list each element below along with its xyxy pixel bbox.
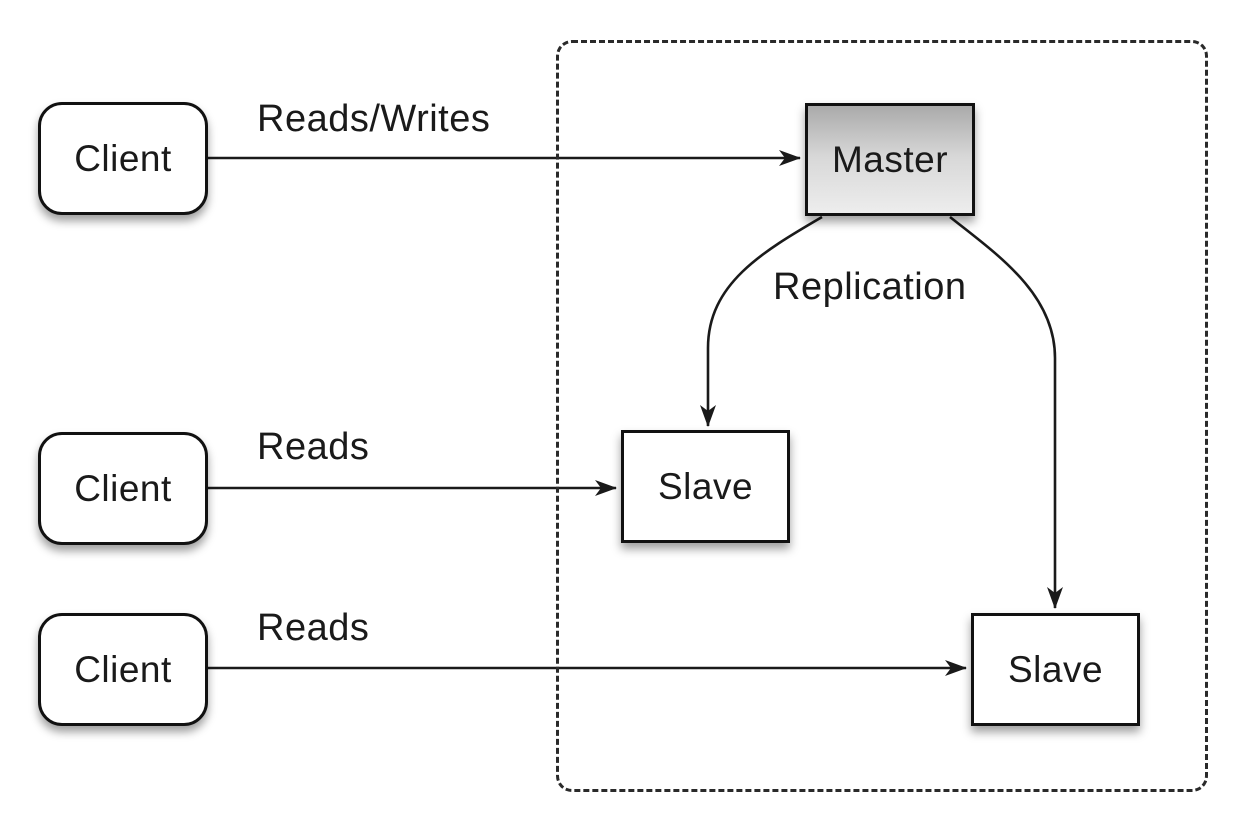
replication-cluster-boundary [556, 40, 1208, 792]
node-client-1: Client [38, 102, 208, 215]
node-client-3: Client [38, 613, 208, 726]
edge-label-reads-middle: Reads [257, 426, 370, 468]
node-slave-2: Slave [971, 613, 1140, 726]
node-master: Master [805, 103, 975, 216]
node-client-2: Client [38, 432, 208, 545]
node-slave-1: Slave [621, 430, 790, 543]
edge-label-reads-writes: Reads/Writes [257, 98, 491, 140]
node-master-label: Master [831, 138, 949, 180]
edge-label-reads-bottom: Reads [257, 607, 370, 649]
node-client-2-label: Client [74, 467, 172, 509]
edge-label-replication: Replication [773, 266, 967, 308]
node-client-1-label: Client [74, 137, 172, 179]
node-slave-1-label: Slave [657, 465, 754, 507]
node-slave-2-label: Slave [1007, 648, 1104, 690]
node-client-3-label: Client [74, 648, 172, 690]
